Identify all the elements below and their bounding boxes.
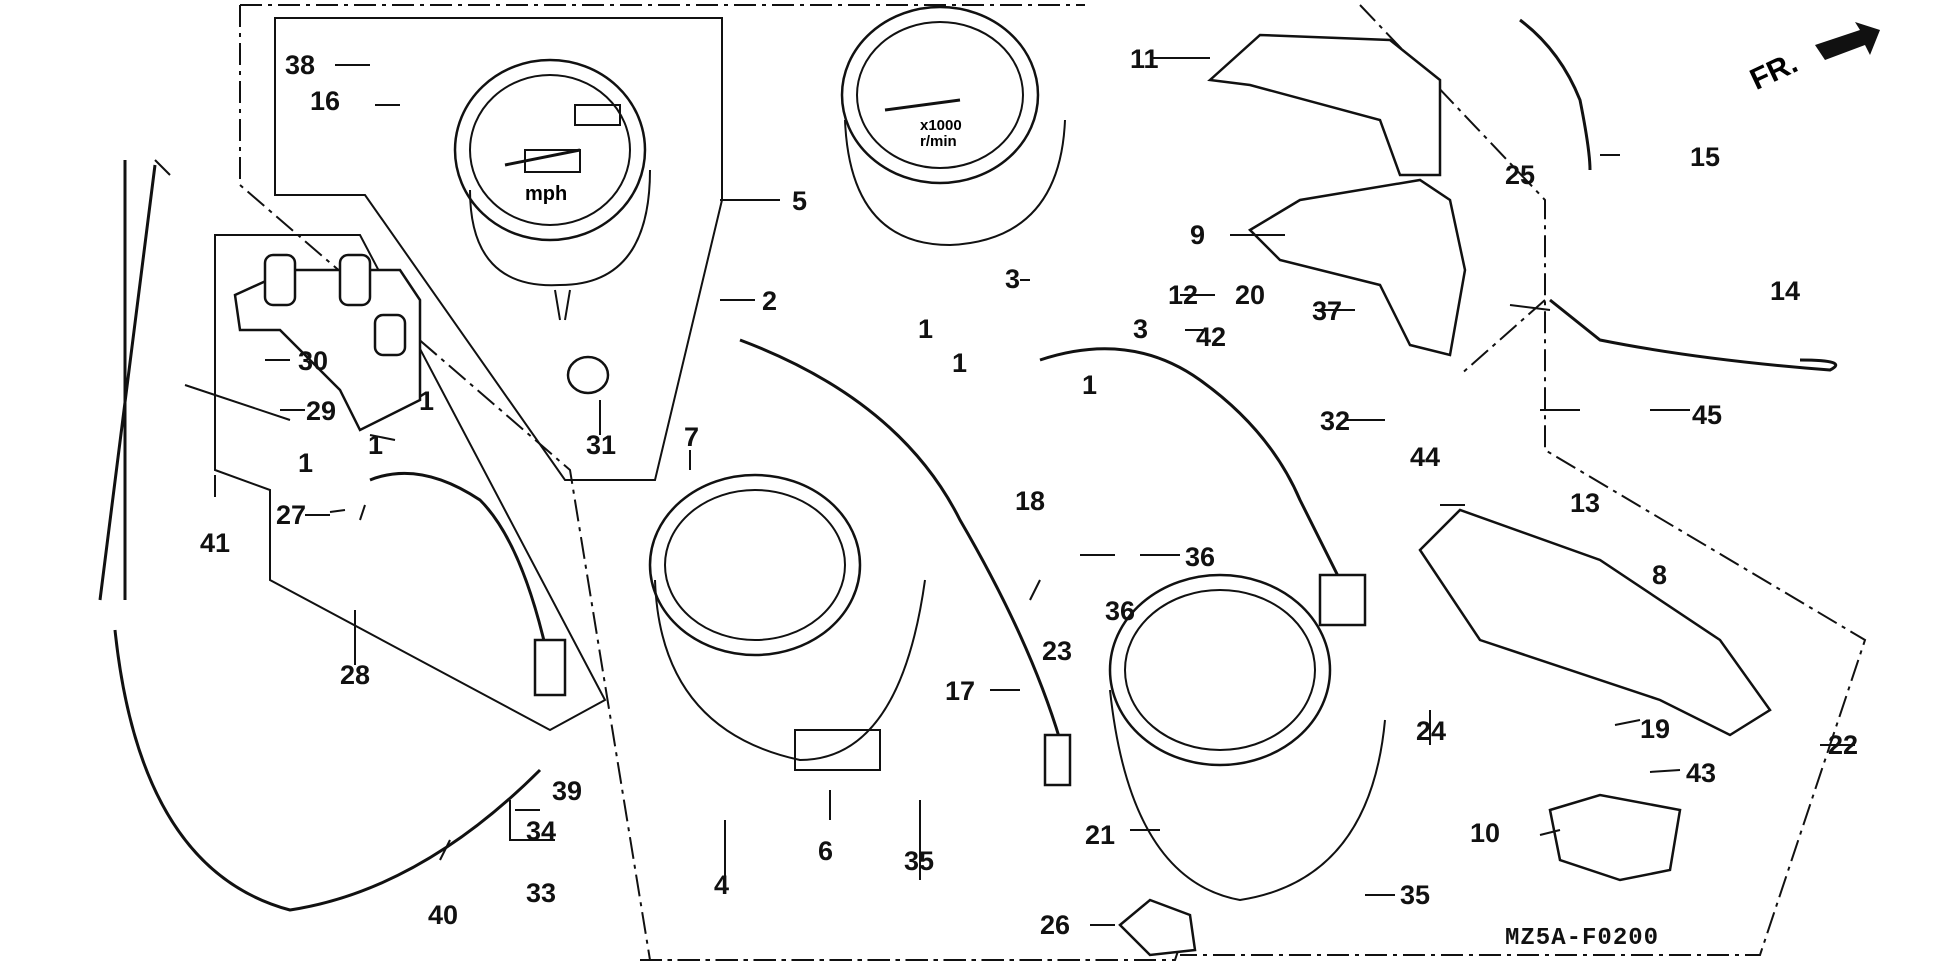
callout-32: 32 [1320, 406, 1351, 436]
callout-21: 21 [1085, 820, 1116, 850]
harness-clip-15-icon [1519, 18, 1592, 171]
callout-33: 33 [526, 878, 557, 908]
callout-35-b: 35 [1400, 880, 1431, 910]
callout-1-b: 1 [368, 430, 384, 460]
meter-cover-icon [1207, 33, 1442, 177]
callout-11: 11 [1130, 44, 1159, 74]
diagram-code: MZ5A-F0200 [1505, 925, 1660, 952]
tach-unit-text-1: x1000 [920, 117, 962, 134]
callout-36-b: 36 [1105, 596, 1136, 626]
boundary-bottom [640, 944, 1181, 961]
callout-37: 37 [1312, 296, 1343, 326]
callout-9: 9 [1190, 220, 1206, 250]
lamp-wire-icon [739, 338, 1062, 741]
speed-unit-text: mph [525, 183, 567, 205]
callout-25: 25 [1505, 160, 1536, 190]
callout-29: 29 [306, 396, 337, 426]
callout-5: 5 [792, 186, 808, 216]
speedometer-cable-icon [98, 160, 157, 601]
connector-icon [533, 638, 567, 697]
callout-24: 24 [1416, 716, 1447, 746]
meter-stay-icon [1247, 178, 1467, 357]
speedometer-case-icon [648, 473, 926, 771]
tach-harness-icon [1039, 347, 1352, 601]
rubber-cap-icon [566, 355, 610, 395]
callout-1-a: 1 [419, 386, 435, 416]
callout-40: 40 [428, 900, 459, 930]
tach-connector-icon [1318, 573, 1367, 627]
callout-19: 19 [1640, 714, 1671, 744]
callout-30: 30 [298, 346, 329, 376]
callout-12: 12 [1168, 280, 1199, 310]
callout-45: 45 [1692, 400, 1723, 430]
callout-3-b: 3 [1133, 314, 1149, 344]
callout-27: 27 [276, 500, 307, 530]
callout-4: 4 [714, 870, 730, 900]
callout-17: 17 [945, 676, 976, 706]
callout-41: 41 [200, 528, 231, 558]
speedometer-cable-lower-icon [113, 629, 542, 912]
callout-34: 34 [526, 816, 557, 846]
switch-icon [1548, 793, 1682, 882]
callout-42: 42 [1196, 322, 1227, 352]
callout-26: 26 [1040, 910, 1071, 940]
callout-10: 10 [1470, 818, 1501, 848]
callout-1-c: 1 [298, 448, 314, 478]
callout-3-a: 3 [1005, 264, 1021, 294]
tachometer-icon: x1000 r/min [840, 5, 1066, 247]
boundary-right [1180, 4, 1867, 956]
boundary-right-inner [1459, 299, 1546, 376]
forward-arrow-icon [1815, 22, 1880, 60]
tach-unit-text-2: r/min [920, 133, 957, 150]
indicator-harness-icon [369, 471, 547, 646]
callout-8: 8 [1652, 560, 1668, 590]
speedometer-icon: mph [453, 58, 651, 321]
callout-23: 23 [1042, 636, 1073, 666]
tachometer-case-icon [1108, 573, 1386, 902]
callout-18: 18 [1015, 486, 1046, 516]
callout-39: 39 [552, 776, 583, 806]
callout-1-f: 1 [1082, 370, 1098, 400]
callout-36-a: 36 [1185, 542, 1216, 572]
callout-20: 20 [1235, 280, 1266, 310]
callout-1-d: 1 [918, 314, 934, 344]
callout-1-e: 1 [952, 348, 968, 378]
callout-13: 13 [1570, 488, 1601, 518]
callout-15: 15 [1690, 142, 1721, 172]
meter-bracket-icon [1418, 508, 1772, 737]
callout-2: 2 [762, 286, 778, 316]
clamp-icon [1118, 898, 1197, 957]
speedometer-box [274, 17, 723, 481]
callout-7: 7 [684, 422, 700, 452]
callout-35-a: 35 [904, 846, 935, 876]
callout-44: 44 [1410, 442, 1441, 472]
callout-38: 38 [285, 50, 316, 80]
callout-31: 31 [586, 430, 617, 460]
callout-43: 43 [1686, 758, 1717, 788]
callout-6: 6 [818, 836, 834, 866]
harness-clip-14-icon [1549, 298, 1838, 372]
leader-lines [214, 57, 1855, 926]
bolt-guide [184, 384, 291, 421]
callout-28: 28 [340, 660, 371, 690]
callout-16: 16 [310, 86, 341, 116]
callout-14: 14 [1770, 276, 1801, 306]
callout-22: 22 [1828, 730, 1859, 760]
